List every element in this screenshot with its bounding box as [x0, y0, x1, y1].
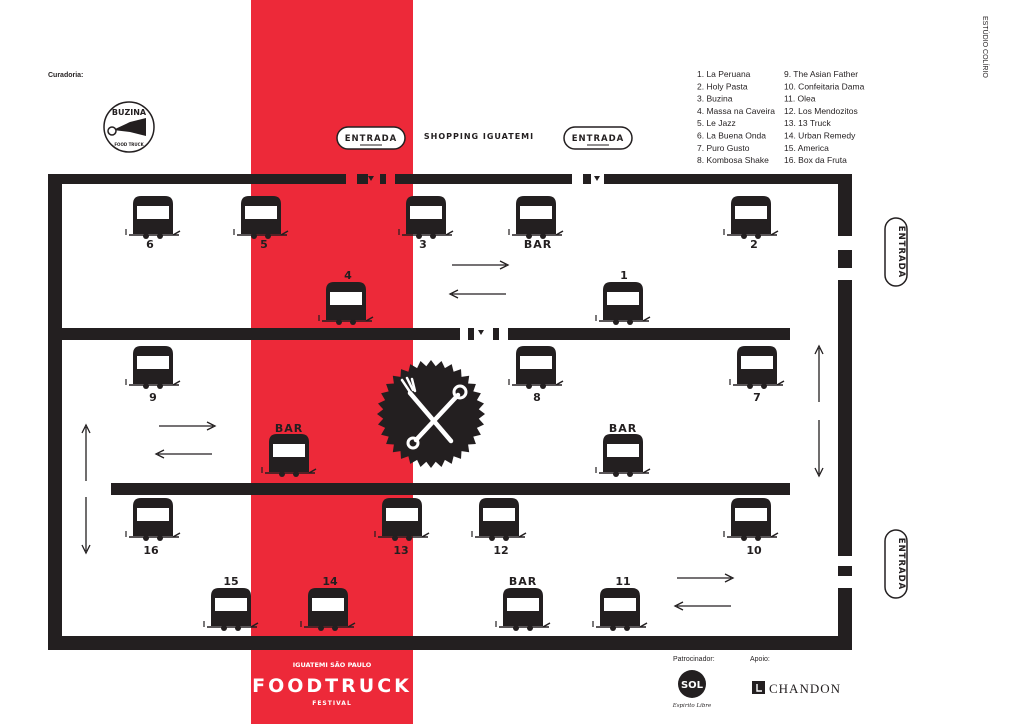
- stall-label: 5: [260, 238, 268, 251]
- legend-item: 11. Olea: [784, 94, 816, 104]
- buzina-logo-subtext: FOOD TRUCK: [114, 142, 144, 147]
- truck-1: [595, 281, 651, 326]
- stall-label: BAR: [609, 422, 637, 435]
- arrow-left-icon: [155, 449, 213, 459]
- truck-bar-4: [495, 587, 551, 632]
- legend-item: 16. Box da Fruta: [784, 155, 847, 165]
- truck-3: [398, 195, 454, 240]
- fork-wrench-emblem-icon: [377, 360, 485, 468]
- entrance-badge-top-left: ENTRADA: [336, 126, 406, 150]
- entrance-label: ENTRADA: [572, 134, 624, 144]
- curadoria-label: Curadoria:: [48, 72, 83, 79]
- truck-11: [592, 587, 648, 632]
- legend-item: 7. Puro Gusto: [697, 143, 750, 153]
- legend-item: 4. Massa na Caveira: [697, 106, 775, 116]
- arrow-right-icon: [676, 573, 734, 583]
- truck-9: [125, 345, 181, 390]
- stall-label: 10: [746, 544, 762, 557]
- entrance-label: ENTRADA: [896, 538, 906, 590]
- festival-topline: IGUATEMI SÃO PAULO: [293, 660, 372, 669]
- truck-10: [723, 497, 779, 542]
- stall-label: 9: [149, 391, 157, 404]
- arrow-down-icon: [814, 419, 824, 477]
- stall-label: 13: [393, 544, 408, 557]
- legend-item: 8. Kombosa Shake: [697, 155, 769, 165]
- stall-label: BAR: [275, 422, 303, 435]
- stall-label: 7: [753, 391, 761, 404]
- truck-4: [318, 281, 374, 326]
- mall-name: SHOPPING IGUATEMI: [424, 132, 534, 141]
- stall-labels: 6 5 3 BAR 2 4 1 9 8 7 BAR BAR 16 13 12 1…: [143, 238, 762, 588]
- stall-label: 15: [223, 575, 238, 588]
- arrow-up-icon: [814, 345, 824, 403]
- truck-16: [125, 497, 181, 542]
- sponsor-label: Patrocinador:: [673, 656, 715, 663]
- legend-item: 15. America: [784, 143, 829, 153]
- stall-label: 6: [146, 238, 154, 251]
- stall-label: 3: [419, 238, 427, 251]
- stall-label: 4: [344, 269, 352, 282]
- festival-title: FOODTRUCK: [252, 675, 412, 697]
- stall-label: 8: [533, 391, 541, 404]
- truck-2: [723, 195, 779, 240]
- arrow-left-icon: [449, 289, 507, 299]
- chandon-wordmark: CHANDON: [769, 681, 841, 696]
- entrance-label: ENTRADA: [896, 226, 906, 278]
- truck-bar-1: [508, 195, 564, 240]
- sponsor-logo-script: Espirito Libre: [672, 703, 712, 709]
- sponsor-logo: SOL Espirito Libre: [672, 670, 712, 709]
- festival-title-block: IGUATEMI SÃO PAULO FOODTRUCK FESTIVAL: [252, 660, 412, 707]
- chandon-logo: CHANDON: [752, 681, 841, 696]
- support-label: Apoio:: [750, 656, 770, 663]
- festival-subline: FESTIVAL: [312, 700, 352, 707]
- stall-label: 14: [322, 575, 338, 588]
- stall-label: 12: [493, 544, 508, 557]
- legend-item: 1. La Peruana: [697, 69, 751, 79]
- truck-8: [508, 345, 564, 390]
- truck-14: [300, 587, 356, 632]
- stall-label: 2: [750, 238, 758, 251]
- sponsor-logo-text: SOL: [681, 680, 704, 691]
- truck-12: [471, 497, 527, 542]
- stall-label: 1: [620, 269, 628, 282]
- legend-item: 5. Le Jazz: [697, 118, 736, 128]
- arrow-left-icon: [674, 601, 732, 611]
- buzina-logo: BUZINA FOOD TRUCK: [103, 101, 155, 153]
- legend-item: 10. Confeitaria Dama: [784, 81, 865, 91]
- arrow-down-icon: [81, 496, 91, 554]
- entrance-badge-top-right: ENTRADA: [563, 126, 633, 150]
- arrow-up-icon: [81, 424, 91, 482]
- legend-item: 2. Holy Pasta: [697, 81, 748, 91]
- studio-credit: ESTÚDIO COLÍRIO: [981, 16, 990, 78]
- legend-item: 3. Buzina: [697, 94, 733, 104]
- legend-item: 14. Urban Remedy: [784, 131, 856, 141]
- truck-6: [125, 195, 181, 240]
- building-walls: [48, 174, 852, 650]
- truck-bar-2: [261, 433, 317, 478]
- legend: 1. La Peruana 2. Holy Pasta 3. Buzina 4. Ma…: [697, 69, 865, 165]
- entrance-badge-right-upper: ENTRADA: [884, 217, 908, 287]
- stall-label: BAR: [524, 238, 552, 251]
- legend-item: 9. The Asian Father: [784, 69, 858, 79]
- truck-bar-3: [595, 433, 651, 478]
- arrow-right-icon: [451, 260, 509, 270]
- stall-label: 16: [143, 544, 159, 557]
- buzina-logo-text: BUZINA: [112, 108, 147, 117]
- truck-15: [203, 587, 259, 632]
- stall-label: 11: [615, 575, 630, 588]
- entrance-label: ENTRADA: [345, 134, 397, 144]
- legend-item: 13. 13 Truck: [784, 118, 832, 128]
- truck-7: [729, 345, 785, 390]
- truck-5: [233, 195, 289, 240]
- arrow-right-icon: [158, 421, 216, 431]
- entrance-badge-right-lower: ENTRADA: [884, 529, 908, 599]
- stall-label: BAR: [509, 575, 537, 588]
- truck-13: [374, 497, 430, 542]
- legend-item: 6. La Buena Onda: [697, 131, 766, 141]
- legend-item: 12. Los Mendozitos: [784, 106, 858, 116]
